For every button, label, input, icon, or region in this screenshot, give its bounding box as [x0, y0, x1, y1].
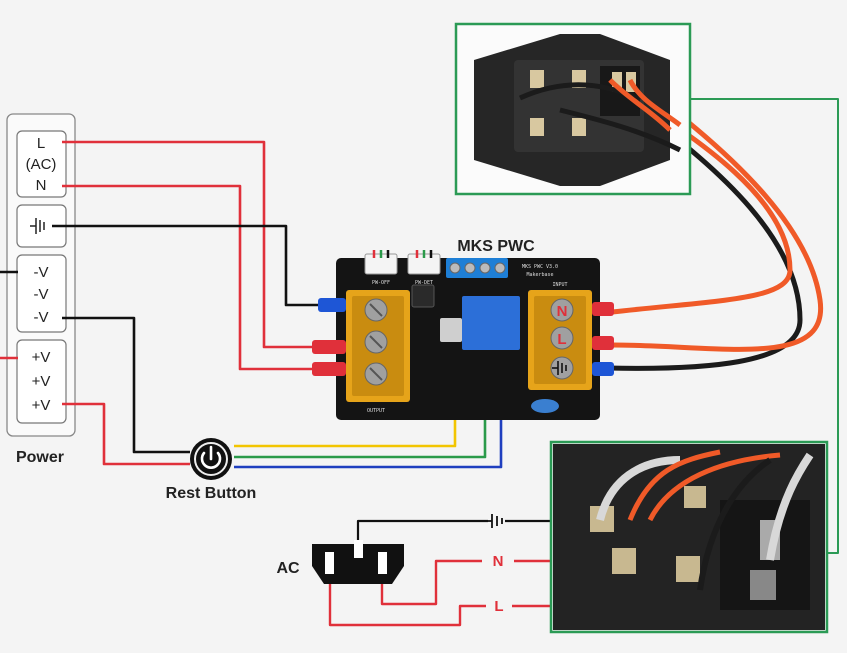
- reset-button-label: Rest Button: [166, 485, 257, 502]
- wire-ac-n: [380, 559, 482, 606]
- input-ground-icon: [552, 361, 567, 375]
- silk-input: INPUT: [552, 282, 567, 288]
- input-ferrule-red-2: [592, 336, 614, 350]
- input-screw-l: [550, 326, 574, 350]
- wire-l-red: [62, 140, 312, 349]
- cable-black-1: [605, 107, 803, 371]
- wire-pos-red: [62, 402, 190, 466]
- wire-ac-ground: [356, 519, 488, 544]
- input-label-n: N: [557, 303, 568, 320]
- psu-label-l: L: [37, 135, 45, 152]
- bottom-socket-photo: [549, 440, 829, 634]
- relay: [462, 296, 520, 350]
- wire-n-red: [62, 184, 312, 371]
- output-ferrule-blue: [318, 298, 346, 312]
- frame-leader-green: [690, 98, 839, 554]
- power-icon: [200, 445, 222, 469]
- reset-terminal-block: [446, 258, 508, 278]
- psu-label-neg1: -V: [34, 264, 49, 281]
- power-label: Power: [16, 449, 64, 466]
- silk-brand: Makerbase: [526, 272, 553, 278]
- wire-ac-l: [328, 580, 486, 627]
- input-ferrule-red-1: [592, 302, 614, 316]
- ac-wire-n-label: N: [493, 553, 504, 570]
- ac-inlet: AC: [276, 540, 404, 584]
- ac-wire-l-label: L: [494, 598, 503, 615]
- output-ferrule-red-2: [312, 362, 346, 376]
- psu-label-pos3: +V: [32, 397, 51, 414]
- capacitor: [440, 318, 462, 342]
- input-label-l: L: [557, 331, 566, 348]
- psu-label-neg2: -V: [34, 286, 49, 303]
- input-ferrule-blue: [592, 362, 614, 376]
- reset-button: Rest Button: [166, 438, 257, 502]
- silk-pw-det: PW-DET: [415, 280, 433, 286]
- input-screw-n: [550, 298, 574, 322]
- silk-model: MKS PWC V3.0: [522, 264, 558, 270]
- silk-pw-off: PW-OFF: [372, 280, 390, 286]
- mks-pwc-board: N L PW-OFF PW-DET MKS P: [312, 238, 614, 420]
- switch-chip: [411, 284, 435, 308]
- top-socket-photo: [454, 22, 692, 196]
- cable-red-2: [609, 89, 824, 352]
- output-ferrule-red-1: [312, 340, 346, 354]
- ground-icon: [30, 218, 45, 234]
- wire-ground-black: [52, 224, 318, 307]
- psu-pos-box: [16, 339, 67, 424]
- psu-label-pos1: +V: [32, 349, 51, 366]
- board-title: MKS PWC: [457, 238, 535, 255]
- psu-ac-box: [16, 130, 67, 198]
- ac-ground-icon: [488, 514, 503, 528]
- ac-label: AC: [276, 560, 300, 577]
- psu-label-neg3: -V: [34, 309, 49, 326]
- psu-label-n: N: [36, 177, 47, 194]
- silk-output: OUTPUT: [367, 408, 385, 414]
- power-supply: L (AC) N -V -V -V +V +V +V Power: [6, 113, 76, 466]
- psu-neg-box: [16, 254, 67, 333]
- psu-label-ac: (AC): [26, 156, 57, 173]
- varistor: [531, 399, 559, 413]
- wire-neg-black: [62, 316, 190, 454]
- psu-label-pos2: +V: [32, 373, 51, 390]
